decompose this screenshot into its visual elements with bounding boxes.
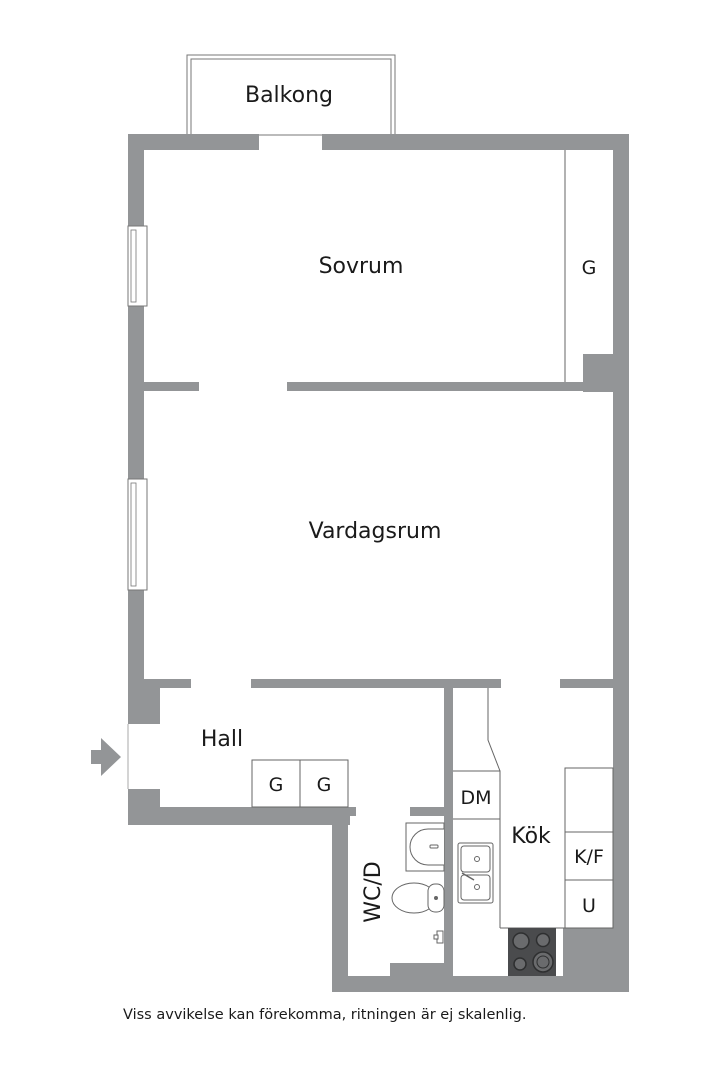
disclaimer-text: Viss avvikelse kan förekomma, ritningen … (123, 1007, 527, 1023)
window-living-room (127, 478, 148, 591)
fixture-label-dishwasher: DM (460, 787, 491, 809)
fixture-label-bedroom-wardrobe: G (582, 257, 597, 279)
shower-icon (433, 930, 444, 944)
fixture-label-fridge-freezer: K/F (574, 846, 604, 868)
entrance-arrow-icon (91, 738, 121, 776)
fixture-label-oven: U (582, 895, 596, 917)
room-label-hall: Hall (201, 727, 243, 752)
fixture-label-hall-wardrobe-1: G (269, 774, 284, 796)
sink-icon (405, 822, 445, 872)
room-label-bedroom: Sovrum (319, 254, 404, 279)
kitchen-counter-left (453, 688, 501, 928)
balcony (186, 54, 396, 136)
toilet-icon (391, 882, 445, 914)
kitchen-sink-icon (457, 842, 494, 904)
stove-icon (508, 928, 556, 976)
hall-wardrobes (251, 759, 349, 808)
room-label-bathroom: WC/D (361, 861, 386, 922)
room-label-living-room: Vardagsrum (309, 519, 442, 544)
walls (128, 134, 629, 992)
fixture-label-hall-wardrobe-2: G (317, 774, 332, 796)
room-label-kitchen: Kök (511, 824, 551, 849)
room-label-balcony: Balkong (245, 83, 333, 108)
window-bedroom (127, 225, 148, 307)
kitchen-counter-right (564, 767, 614, 929)
